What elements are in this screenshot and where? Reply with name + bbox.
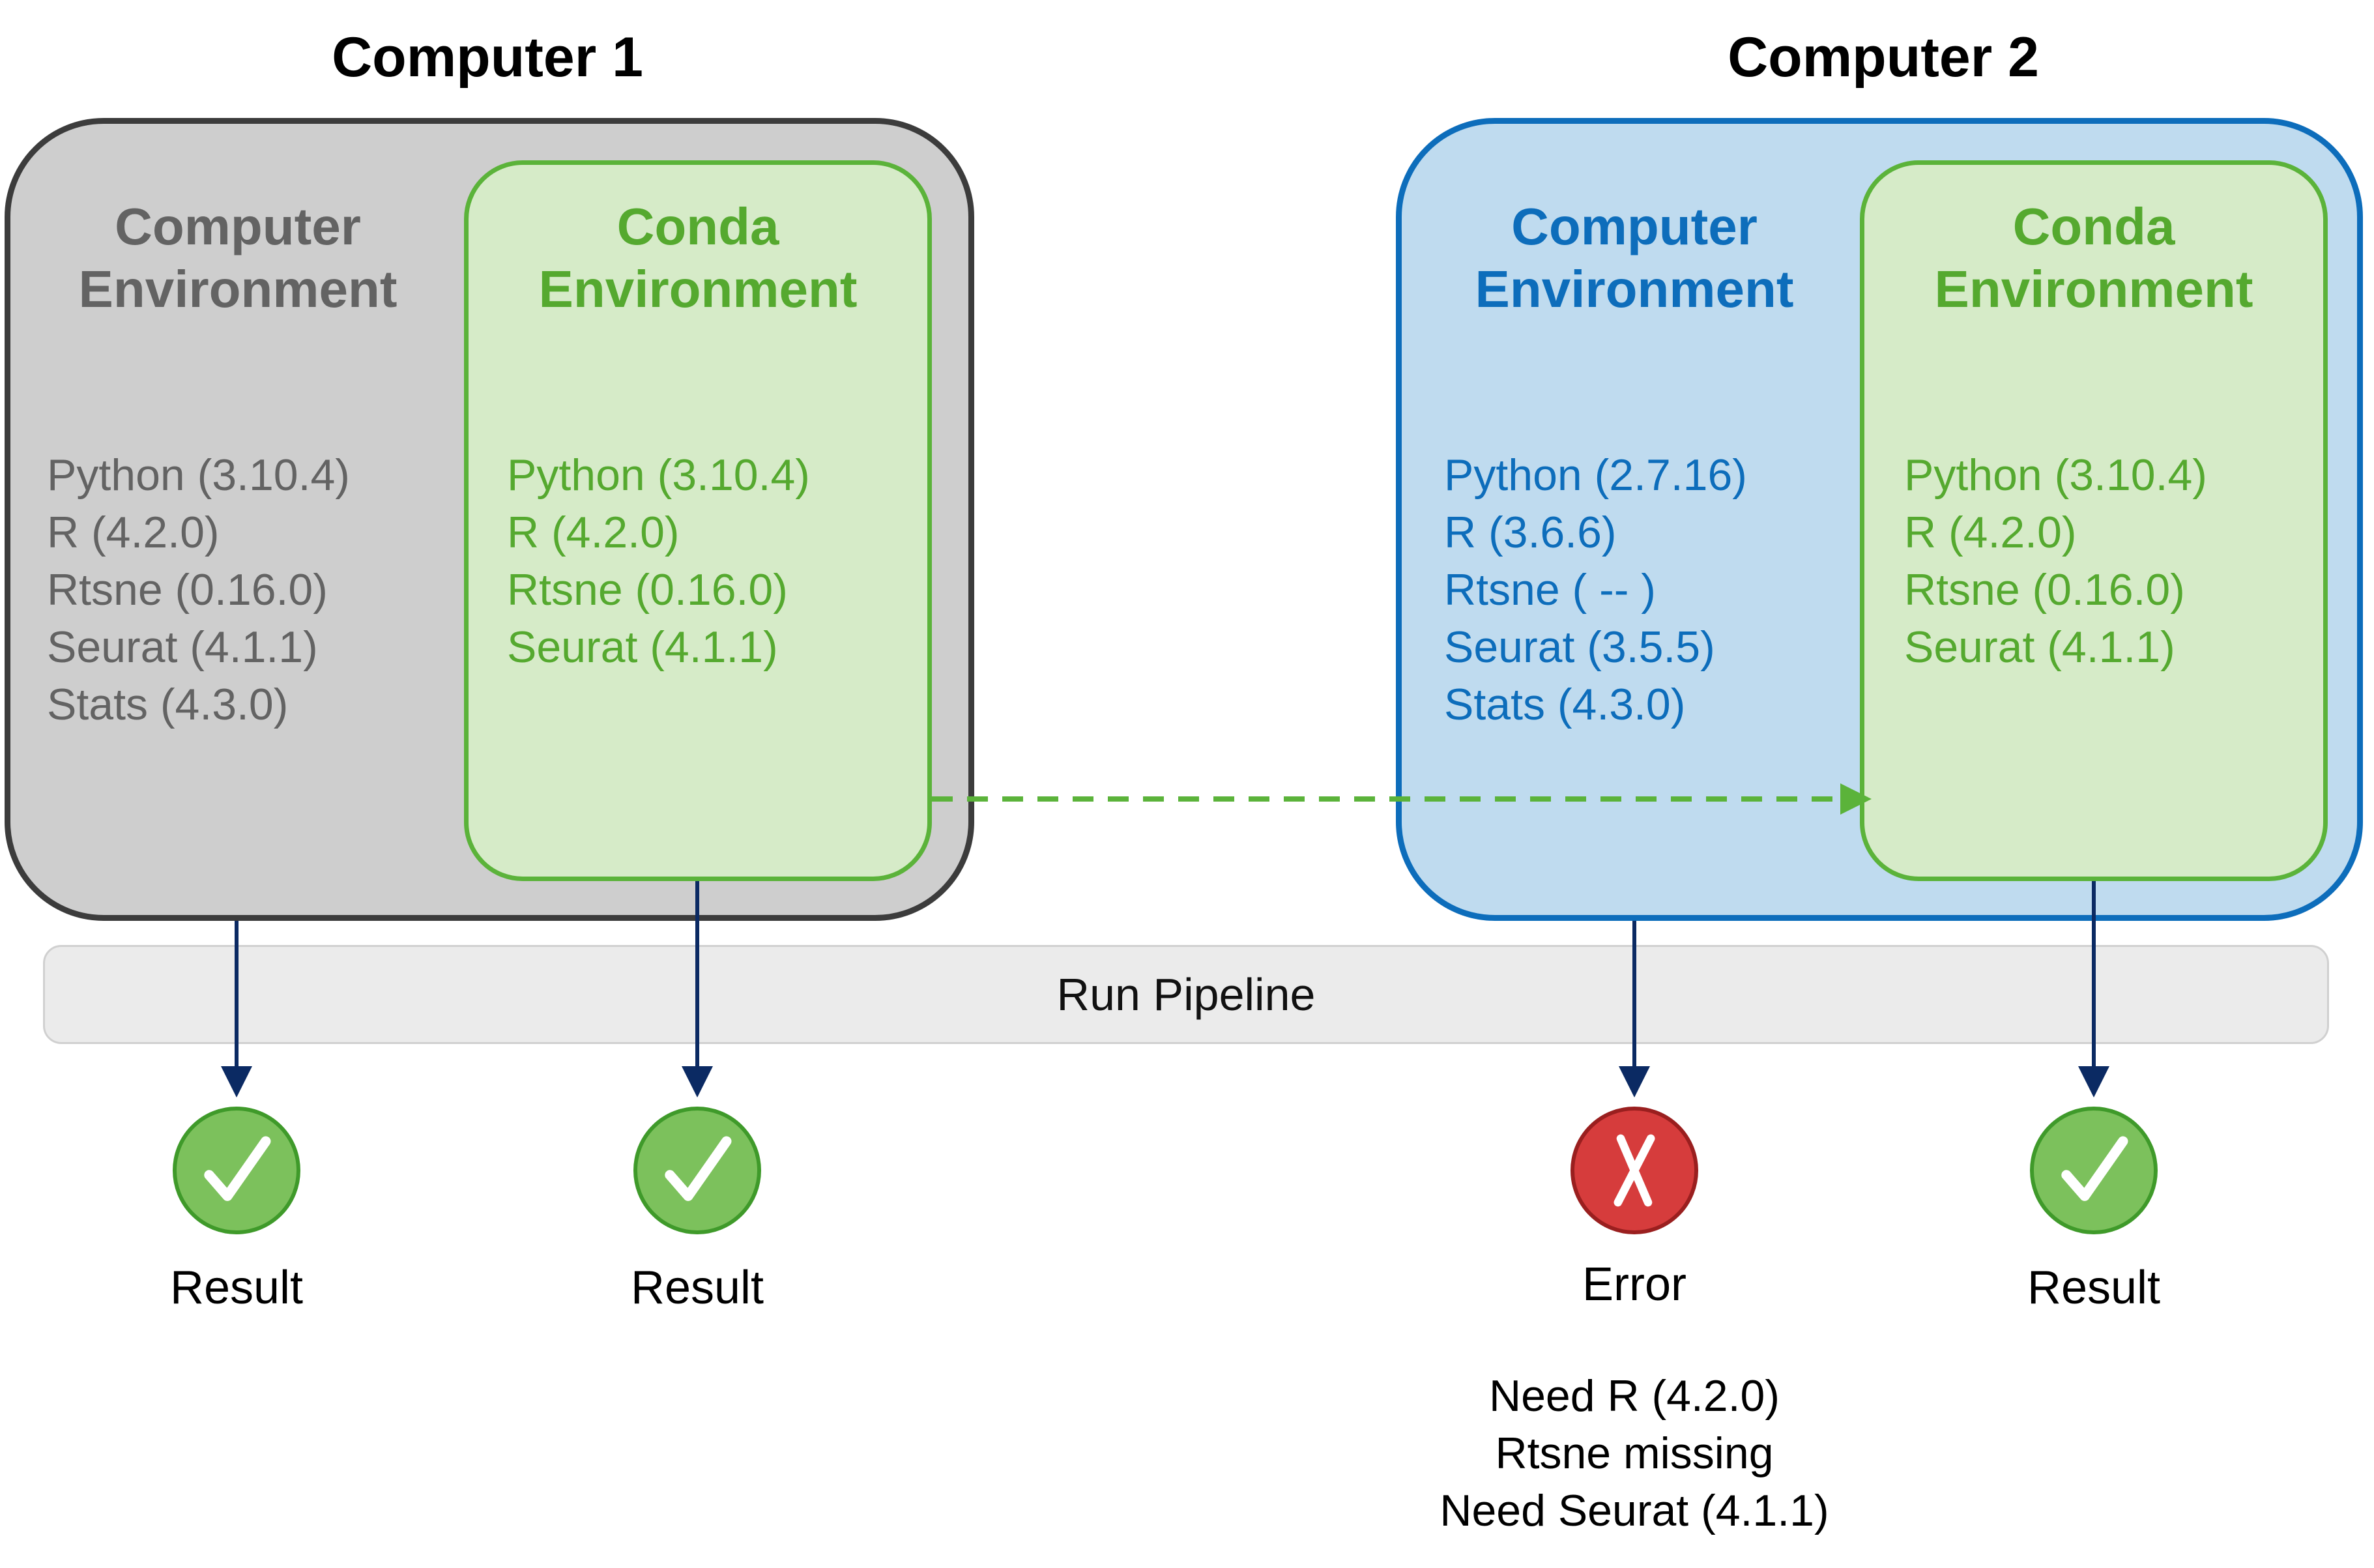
package-item: R (4.2.0)	[507, 508, 680, 557]
error-detail-line: Rtsne missing	[1495, 1429, 1774, 1478]
check-icon	[665, 1136, 732, 1201]
outcome-label: Result	[169, 1262, 304, 1314]
package-item: R (3.6.6)	[1444, 508, 1617, 557]
outcome-label: Result	[630, 1262, 764, 1314]
check-icon	[204, 1136, 271, 1201]
computer2-conda-heading: Conda Environment	[1934, 197, 2253, 318]
package-item: Python (3.10.4)	[507, 450, 810, 500]
run-pipeline-label: Run Pipeline	[1056, 969, 1316, 1020]
error-details: Need R (4.2.0) Rtsne missing Need Seurat…	[1341, 1367, 1928, 1539]
package-item: Stats (4.3.0)	[1444, 680, 1686, 729]
package-item: Seurat (4.1.1)	[1904, 622, 2175, 672]
computer1-env-heading: Computer Environment	[78, 197, 398, 318]
cross-icon	[1614, 1134, 1655, 1207]
package-item: Rtsne (0.16.0)	[1904, 565, 2185, 615]
computer1-conda-box	[464, 160, 932, 881]
success-check-icon	[173, 1107, 300, 1234]
computer1-conda-packages: Python (3.10.4) R (4.2.0) Rtsne (0.16.0)…	[507, 446, 810, 676]
package-item: Rtsne ( -- )	[1444, 565, 1656, 615]
computer1-env-packages: Python (3.10.4) R (4.2.0) Rtsne (0.16.0)…	[47, 446, 350, 733]
package-item: Rtsne (0.16.0)	[507, 565, 788, 615]
package-item: R (4.2.0)	[1904, 508, 2077, 557]
outcome-label: Result	[2027, 1262, 2161, 1314]
success-check-icon	[2030, 1107, 2158, 1234]
package-item: Seurat (4.1.1)	[507, 622, 778, 672]
package-item: Seurat (4.1.1)	[47, 622, 318, 672]
computer2-conda-box	[1860, 160, 2328, 881]
error-detail-line: Need Seurat (4.1.1)	[1440, 1486, 1829, 1535]
run-pipeline-bar: Run Pipeline	[43, 945, 2329, 1044]
computer2-title: Computer 2	[1728, 26, 2039, 89]
package-item: Python (2.7.16)	[1444, 450, 1747, 500]
computer2-conda-packages: Python (3.10.4) R (4.2.0) Rtsne (0.16.0)…	[1904, 446, 2207, 676]
package-item: R (4.2.0)	[47, 508, 220, 557]
package-item: Seurat (3.5.5)	[1444, 622, 1715, 672]
success-check-icon	[633, 1107, 761, 1234]
computer1-title: Computer 1	[332, 26, 643, 89]
outcome-label: Error	[1582, 1258, 1686, 1311]
package-item: Rtsne (0.16.0)	[47, 565, 328, 615]
package-item: Python (3.10.4)	[47, 450, 350, 500]
error-detail-line: Need R (4.2.0)	[1489, 1371, 1780, 1421]
computer1-conda-heading: Conda Environment	[538, 197, 858, 318]
package-item: Stats (4.3.0)	[47, 680, 289, 729]
computer2-env-heading: Computer Environment	[1475, 197, 1794, 318]
package-item: Python (3.10.4)	[1904, 450, 2207, 500]
error-cross-icon	[1571, 1107, 1698, 1234]
check-icon	[2061, 1136, 2128, 1201]
computer2-env-packages: Python (2.7.16) R (3.6.6) Rtsne ( -- ) S…	[1444, 446, 1747, 733]
